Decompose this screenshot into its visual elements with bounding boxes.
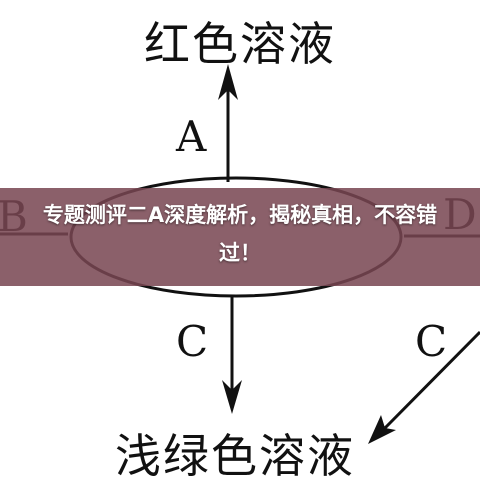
arrowhead-c-diagonal bbox=[368, 415, 396, 444]
edge-label-c-vertical: C bbox=[176, 317, 209, 366]
edge-label-c-diagonal: C bbox=[415, 317, 448, 366]
overlay-title[interactable]: 专题测评二A深度解析，揭秘真相，不容错过！ bbox=[42, 203, 438, 265]
arrow-c-diagonal bbox=[383, 330, 480, 430]
arrowhead-a bbox=[218, 64, 238, 100]
title-overlay-band bbox=[0, 188, 480, 286]
arrowhead-c-vertical bbox=[222, 380, 242, 414]
edge-label-a: A bbox=[176, 112, 207, 161]
top-node-label: 红色溶液 bbox=[144, 17, 336, 71]
bottom-node-label: 浅绿色溶液 bbox=[115, 429, 355, 483]
